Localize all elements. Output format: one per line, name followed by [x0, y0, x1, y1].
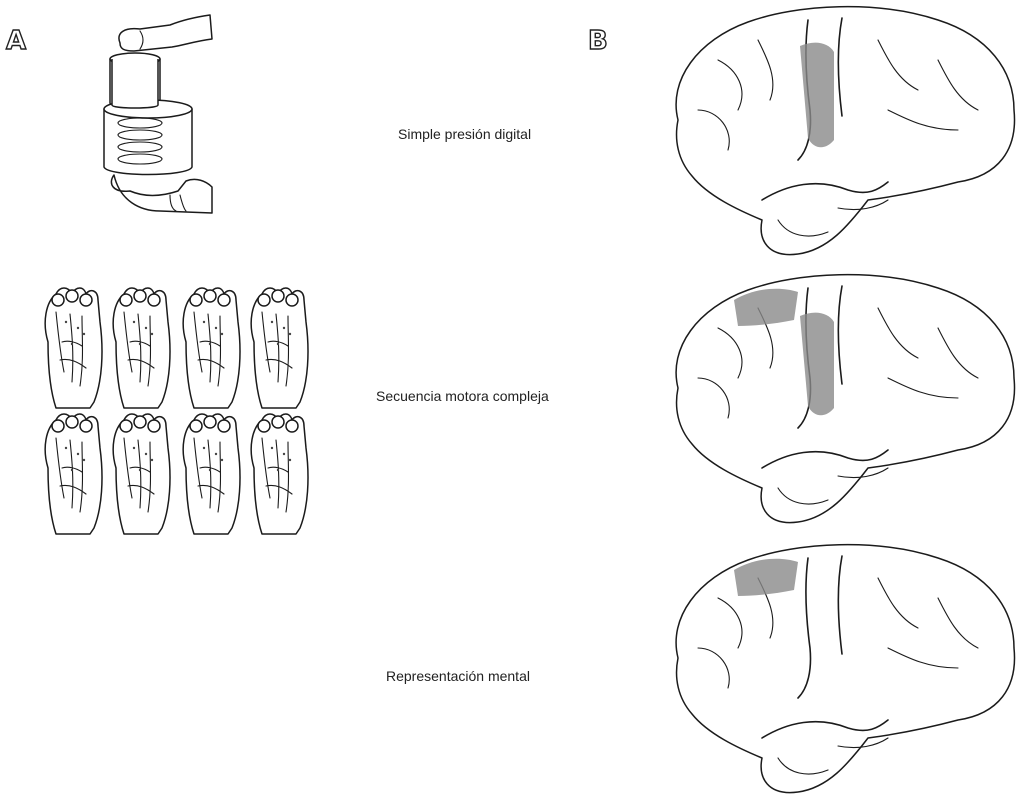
caption-mental-representation: Representación mental	[386, 668, 530, 684]
brain-mental-representation	[658, 538, 1018, 798]
brain-complex-sequence	[658, 268, 1018, 528]
panel-label-a: A	[6, 26, 26, 56]
spring-press-illustration	[100, 5, 220, 205]
caption-complex-sequence: Secuencia motora compleja	[376, 388, 549, 404]
panel-label-b: B	[588, 26, 608, 56]
brain-simple-press	[658, 0, 1018, 260]
caption-simple-press: Simple presión digital	[398, 126, 531, 142]
finger-sequence-illustration	[42, 282, 322, 532]
